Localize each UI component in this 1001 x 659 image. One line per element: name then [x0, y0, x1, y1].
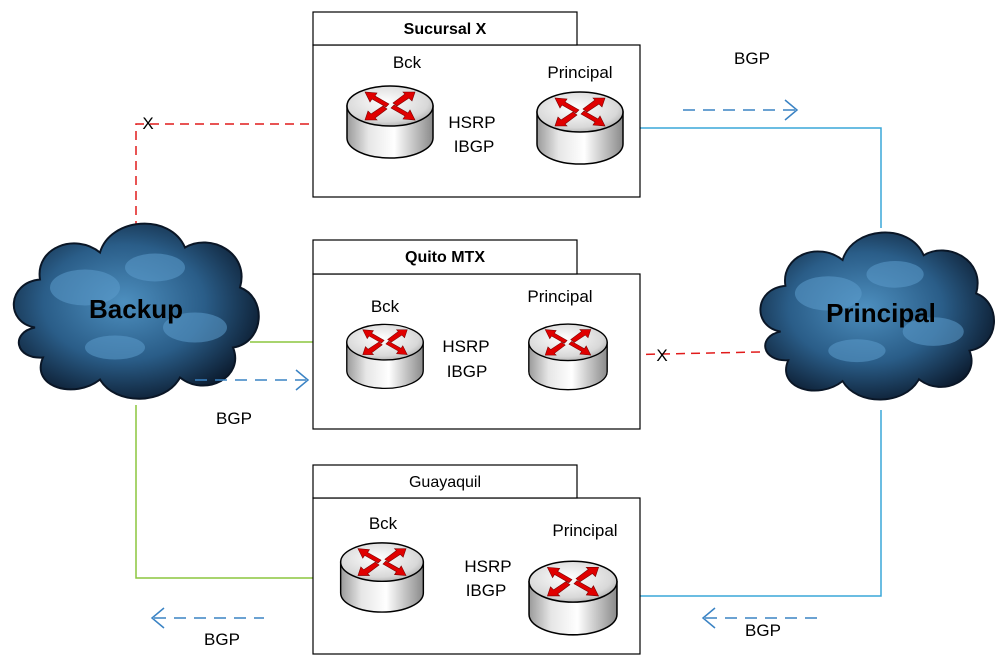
- site-title: Quito MTX: [405, 249, 485, 266]
- bgp-arrow-bottom-left: [150, 607, 264, 629]
- site-sucursal-x: Sucursal X Bck Principal HSRP IBGP: [312, 11, 641, 198]
- bgp-arrow-top-right: [683, 99, 799, 121]
- ibgp-label: IBGP: [454, 137, 495, 156]
- site-title: Guayaquil: [409, 474, 481, 491]
- principal-router-icon: [528, 560, 618, 636]
- bgp-label-top-right: BGP: [734, 49, 770, 68]
- principal-cloud: Principal: [759, 231, 996, 401]
- hsrp-label: HSRP: [464, 557, 511, 576]
- site-guayaquil: Guayaquil Bck Principal HSRP IBGP: [312, 464, 641, 655]
- x-mark-mid: X: [656, 346, 667, 365]
- hsrp-label: HSRP: [442, 337, 489, 356]
- principal-label: Principal: [527, 287, 592, 306]
- bgp-arrow-mid: [195, 369, 310, 391]
- bgp-label-mid-left: BGP: [216, 409, 252, 428]
- site-title-tab: [312, 11, 578, 46]
- principal-label: Principal: [552, 521, 617, 540]
- hsrp-label: HSRP: [448, 113, 495, 132]
- site-title: Sucursal X: [404, 21, 487, 38]
- bck-label: Bck: [371, 297, 400, 316]
- backup-failed-link-sucursal: [135, 123, 365, 230]
- backup-cloud-label: Backup: [89, 294, 183, 324]
- bgp-arrows: [150, 99, 818, 629]
- principal-router-icon: [536, 91, 624, 165]
- backup-link-guayaquil: [135, 405, 380, 579]
- principal-link-sucursal: [565, 127, 882, 228]
- site-title-tab: [312, 464, 578, 499]
- principal-router-icon: [528, 323, 608, 391]
- principal-failed-link-quito: [564, 351, 761, 357]
- bck-router-icon: [346, 85, 434, 159]
- bgp-label-bottom-right: BGP: [745, 621, 781, 640]
- site-quito-mtx: Quito MTX Bck Principal HSRP IBGP: [312, 239, 641, 430]
- bgp-label-bottom-left: BGP: [204, 630, 240, 649]
- bgp-arrow-bottom-right: [701, 607, 818, 629]
- ibgp-label: IBGP: [466, 581, 507, 600]
- principal-link-guayaquil: [570, 410, 882, 597]
- x-mark-top: X: [142, 114, 153, 133]
- bck-router-icon: [339, 542, 425, 613]
- bck-label: Bck: [393, 53, 422, 72]
- bck-router-icon: [346, 323, 424, 390]
- backup-cloud: Backup: [12, 222, 260, 400]
- site-title-tab: [312, 239, 578, 275]
- principal-cloud-label: Principal: [826, 298, 936, 328]
- ibgp-label: IBGP: [447, 362, 488, 381]
- principal-label: Principal: [547, 63, 612, 82]
- bck-label: Bck: [369, 514, 398, 533]
